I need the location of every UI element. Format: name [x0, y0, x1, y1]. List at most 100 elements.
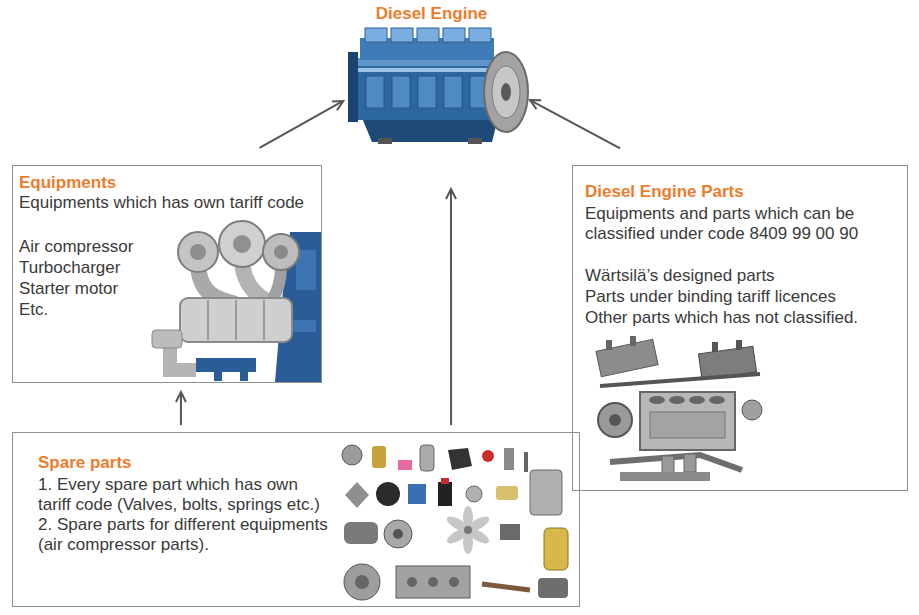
spare-parts-illustration — [344, 564, 380, 600]
spare-parts-illustration — [393, 529, 403, 539]
spare-parts-illustration — [504, 448, 514, 470]
turbocharger-illustration — [274, 245, 288, 259]
spare-parts-illustration — [398, 460, 412, 470]
box-text: Other parts which has not classified. — [585, 307, 905, 328]
box-text: 1. Every spare part which has own tariff… — [38, 475, 333, 515]
turbocharger-illustration — [152, 330, 182, 348]
engine-illustration — [392, 76, 410, 108]
spare-parts-illustration — [445, 506, 492, 554]
spare-parts-illustration — [441, 478, 449, 484]
engine-parts-illustration — [620, 472, 710, 481]
turbocharger-illustration — [207, 300, 209, 340]
engine-parts-illustration — [600, 374, 760, 386]
spare-parts-illustration — [344, 522, 378, 544]
turbocharger-illustration — [242, 262, 268, 302]
engine-illustration — [492, 66, 520, 118]
spare-parts-illustration — [407, 577, 417, 587]
engine-parts-illustration — [712, 342, 718, 352]
box-text: Equipments which has own tariff code — [19, 193, 319, 213]
spare-parts-illustration — [496, 486, 518, 500]
category-box: Diesel Engine PartsEquipments and parts … — [572, 165, 908, 491]
box-text: Parts under binding tariff licences — [585, 286, 905, 307]
engine-parts-illustration — [630, 336, 636, 346]
turbocharger-illustration — [178, 232, 218, 272]
spare-parts-illustration — [530, 470, 562, 515]
engine-illustration — [391, 28, 413, 42]
spare-parts-illustration — [345, 482, 369, 508]
turbocharger-illustration — [272, 266, 281, 300]
spare-parts-illustration — [482, 450, 494, 462]
spare-parts-illustration — [464, 526, 472, 534]
engine-parts-illustration — [610, 455, 742, 470]
engine-parts-illustration — [596, 339, 658, 376]
engine-illustration — [417, 28, 439, 42]
spare-parts-illustration — [376, 482, 400, 506]
turbocharger-illustration — [180, 298, 292, 342]
box-text: Equipments and parts which can be classi… — [585, 204, 885, 244]
turbocharger-illustration — [235, 300, 237, 340]
spare-parts-illustration — [355, 575, 369, 589]
flow-arrow — [180, 392, 182, 425]
category-box: EquipmentsEquipments which has own tarif… — [12, 165, 322, 383]
engine-illustration — [348, 52, 358, 122]
engine-illustration — [484, 52, 528, 132]
engine-parts-illustration — [650, 412, 725, 438]
engine-parts-illustration — [736, 340, 742, 350]
engine-illustration — [501, 83, 511, 101]
box-text: Air compressor — [19, 236, 159, 257]
spare-parts-illustration — [396, 566, 470, 598]
engine-illustration — [468, 138, 482, 144]
engine-illustration — [418, 76, 436, 108]
spare-parts-illustration — [449, 577, 459, 587]
flow-arrow — [450, 189, 452, 425]
turbocharger-illustration — [190, 244, 206, 260]
turbocharger-illustration — [263, 234, 299, 270]
engine-parts-illustration — [662, 456, 674, 474]
turbocharger-illustration — [214, 372, 222, 381]
spare-parts-illustration — [420, 445, 434, 471]
turbocharger-illustration — [152, 221, 321, 382]
engine-illustration — [365, 28, 387, 42]
spare-parts-illustration — [384, 520, 412, 548]
engine-illustration — [378, 138, 392, 144]
connector-group — [181, 100, 620, 425]
spare-parts-illustration — [342, 445, 568, 600]
box-text: Wärtsilä’s designed parts — [585, 265, 905, 286]
engine-node: Diesel Engine — [345, 2, 530, 147]
engine-illustration — [366, 76, 384, 108]
spare-parts-illustration — [482, 584, 530, 590]
turbocharger-illustration — [233, 235, 251, 253]
engine-illustration — [358, 68, 500, 72]
box-heading: Diesel Engine Parts — [585, 182, 895, 202]
turbocharger-illustration — [263, 300, 265, 340]
flow-arrow — [530, 100, 620, 148]
box-heading: Equipments — [19, 173, 319, 193]
box-text: 2. Spare parts for different equipments … — [38, 515, 333, 555]
box-text: Etc. — [19, 299, 159, 320]
spare-parts-illustration — [438, 482, 452, 506]
box-text: Turbocharger — [19, 257, 159, 278]
spare-parts-illustration — [524, 452, 528, 472]
spare-parts-illustration — [448, 448, 472, 470]
box-heading: Diesel Engine — [345, 4, 518, 24]
spare-parts-illustration — [428, 577, 438, 587]
engine-parts-illustration — [684, 454, 696, 472]
box-heading: Spare parts — [38, 453, 338, 473]
engine-parts-illustration — [598, 403, 632, 437]
engine-parts-illustration — [742, 400, 762, 420]
spare-parts-illustration — [544, 528, 568, 570]
engine-illustration — [469, 28, 491, 42]
spare-parts-illustration — [408, 484, 426, 504]
engine-illustration — [352, 58, 504, 120]
engine-illustration — [444, 76, 462, 108]
engine-parts-illustration — [709, 396, 725, 404]
spare-parts-illustration — [342, 445, 362, 465]
engine-illustration — [443, 28, 465, 42]
engine-illustration — [348, 28, 528, 144]
engine-parts-illustration — [649, 396, 665, 404]
engine-parts-illustration — [609, 414, 621, 426]
engine-parts-illustration — [669, 396, 685, 404]
